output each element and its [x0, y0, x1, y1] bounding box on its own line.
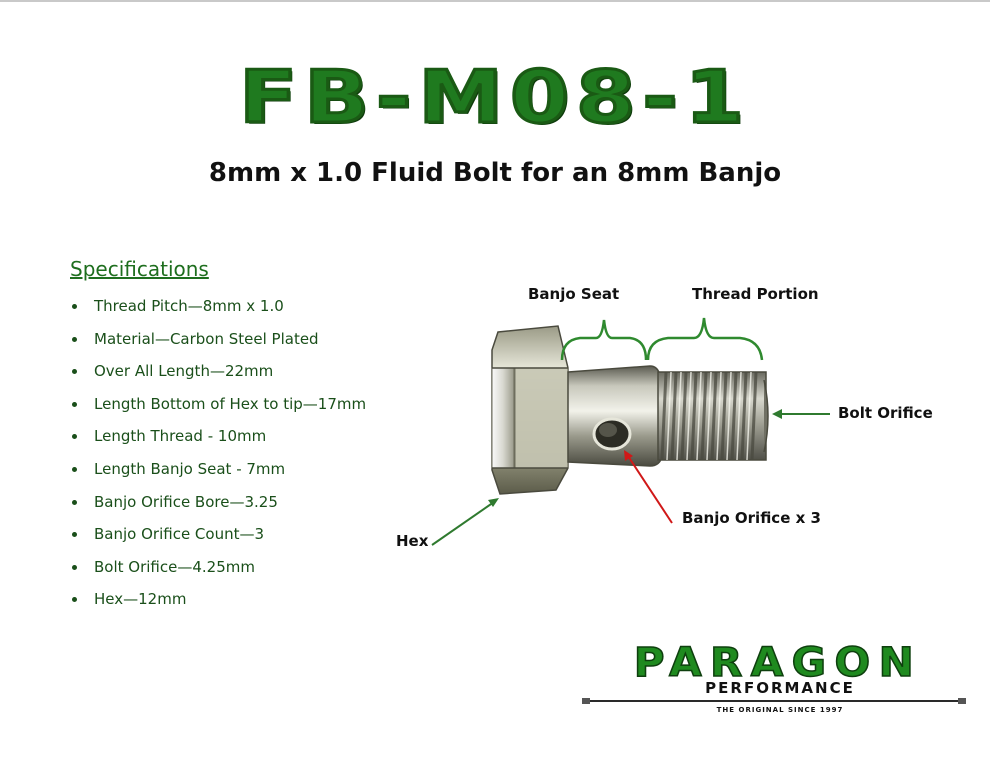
- hex-arrowhead: [488, 498, 499, 507]
- thread-portion-bracket: [646, 317, 764, 361]
- thread-portion-label: Thread Portion: [692, 285, 819, 303]
- spec-item: Bolt Orifice—4.25mm: [70, 557, 366, 590]
- bullet-icon: [72, 597, 77, 603]
- banjo-seat-shank: [567, 365, 663, 467]
- specifications-heading: Specifications: [70, 257, 209, 281]
- banjo-orifice-arrowhead: [624, 450, 633, 461]
- specifications-list: Thread Pitch—8mm x 1.0 Material—Carbon S…: [70, 296, 366, 622]
- spec-text: Material—Carbon Steel Plated: [94, 329, 319, 348]
- bullet-icon: [72, 499, 77, 505]
- banjo-orifice-label: Banjo Orifice x 3: [682, 509, 821, 527]
- bullet-icon: [72, 401, 77, 407]
- spec-item: Banjo Orifice Bore—3.25: [70, 492, 366, 525]
- spec-item: Material—Carbon Steel Plated: [70, 329, 366, 362]
- banjo-seat-bracket: [560, 319, 648, 361]
- hex-arrow: [431, 501, 495, 546]
- spec-text: Length Bottom of Hex to tip—17mm: [94, 394, 367, 413]
- bullet-icon: [72, 336, 77, 342]
- spec-text: Banjo Orifice Bore—3.25: [94, 492, 278, 511]
- spec-text: Banjo Orifice Count—3: [94, 525, 265, 544]
- spec-text: Over All Length—22mm: [94, 362, 274, 381]
- bolt-orifice-arrowhead: [772, 409, 782, 419]
- spec-item: Banjo Orifice Count—3: [70, 524, 366, 557]
- bolt-diagram: [431, 317, 830, 546]
- bullet-icon: [72, 532, 77, 538]
- spec-text: Bolt Orifice—4.25mm: [94, 557, 255, 576]
- spec-text: Length Thread - 10mm: [94, 427, 267, 446]
- paragon-logo: PARAGON PERFORMANCE THE ORIGINAL SINCE 1…: [580, 639, 970, 720]
- bolt-orifice-label: Bolt Orifice: [838, 404, 933, 422]
- bullet-icon: [72, 304, 77, 309]
- banjo-orifice-arrow: [627, 455, 673, 524]
- spec-text: Thread Pitch—8mm x 1.0: [94, 297, 284, 315]
- spec-item: Thread Pitch—8mm x 1.0: [70, 296, 366, 329]
- hex-head: [491, 325, 569, 495]
- logo-tagline: THE ORIGINAL SINCE 1997: [716, 706, 844, 714]
- top-divider: [0, 0, 990, 2]
- spec-item: Length Banjo Seat - 7mm: [70, 459, 366, 492]
- bullet-icon: [72, 369, 77, 375]
- logo-brand: PARAGON: [633, 639, 923, 687]
- spec-item: Length Bottom of Hex to tip—17mm: [70, 394, 366, 427]
- spec-item: Length Thread - 10mm: [70, 426, 366, 459]
- thread-portion: [657, 371, 769, 461]
- banjo-seat-label: Banjo Seat: [528, 285, 620, 303]
- page-title: FB-M08-1: [237, 54, 751, 141]
- logo-sub: PERFORMANCE: [705, 679, 855, 697]
- bullet-icon: [72, 434, 77, 440]
- page-subtitle: 8mm x 1.0 Fluid Bolt for an 8mm Banjo: [208, 158, 782, 188]
- bullet-icon: [72, 564, 77, 570]
- spec-item: Hex—12mm: [70, 589, 366, 622]
- spec-item: Over All Length—22mm: [70, 361, 366, 394]
- logo-rod-icon: [582, 698, 966, 704]
- spec-text: Hex—12mm: [94, 590, 187, 609]
- hex-label: Hex: [396, 532, 429, 550]
- spec-text: Length Banjo Seat - 7mm: [94, 459, 286, 478]
- bullet-icon: [72, 466, 77, 472]
